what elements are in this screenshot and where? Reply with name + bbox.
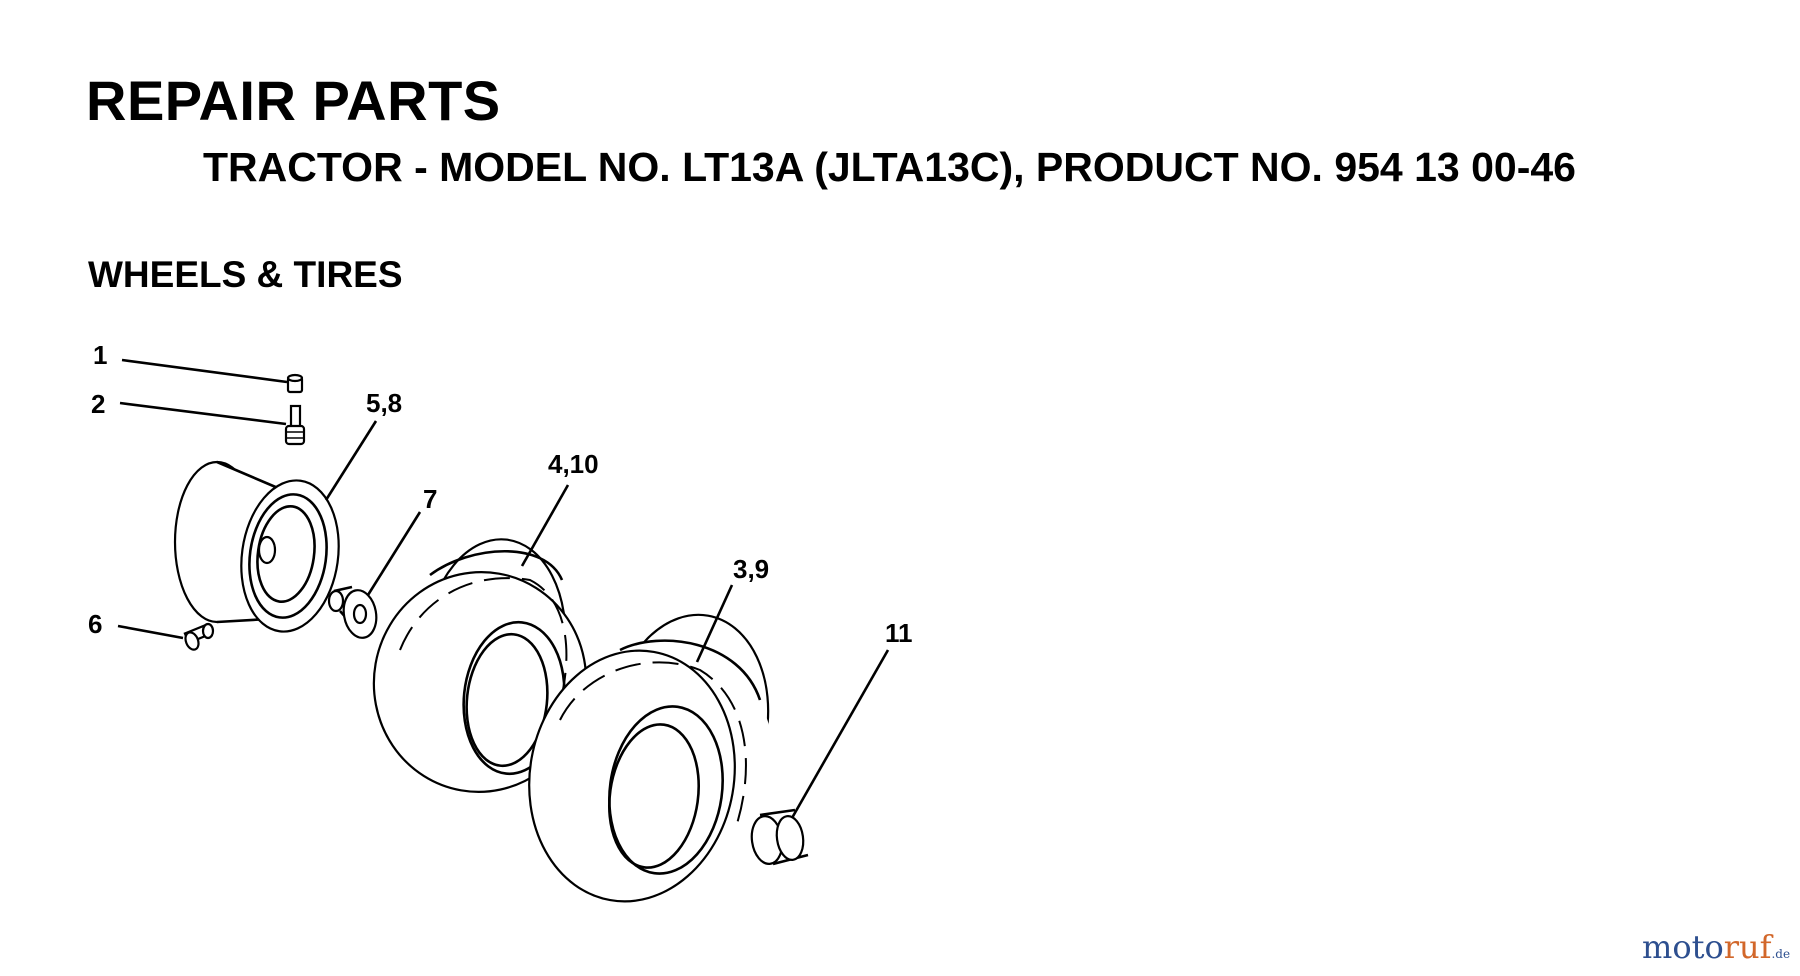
tire-part-a [372, 538, 588, 793]
leader-line-7 [366, 511, 422, 596]
callout-1: 1 [93, 340, 107, 370]
wheel-rim-part [173, 460, 340, 633]
leader-line-4-10 [520, 484, 570, 567]
hub-cap-part [750, 808, 809, 866]
leader-line-2 [119, 401, 287, 426]
callout-3-9: 3,9 [733, 554, 769, 584]
callout-7: 7 [423, 484, 437, 514]
watermark-part-b: ruf [1723, 928, 1772, 966]
section-title: WHEELS & TIRES [88, 254, 403, 295]
leader-line-3-9 [695, 584, 734, 663]
watermark-part-a: moto [1642, 928, 1724, 966]
leader-line-5-8 [324, 420, 378, 501]
tire-part-b [528, 613, 776, 903]
bushing-part [327, 585, 378, 639]
bolt-part [183, 622, 215, 651]
callout-4-10: 4,10 [548, 449, 599, 479]
callout-11: 11 [885, 618, 913, 648]
valve-stem-part [284, 404, 306, 446]
model-subtitle: TRACTOR - MODEL NO. LT13A (JLTA13C), PRO… [203, 144, 1576, 190]
leader-line-6 [117, 624, 184, 640]
page-title: REPAIR PARTS [86, 69, 501, 132]
leader-line-11 [790, 649, 890, 819]
watermark-logo: motoruf.de [1642, 928, 1790, 966]
callout-5-8: 5,8 [366, 388, 402, 418]
leader-line-1 [121, 358, 288, 384]
callout-6: 6 [88, 609, 102, 639]
watermark-part-c: .de [1771, 947, 1791, 961]
callout-2: 2 [91, 389, 105, 419]
valve-cap-part [286, 373, 304, 394]
